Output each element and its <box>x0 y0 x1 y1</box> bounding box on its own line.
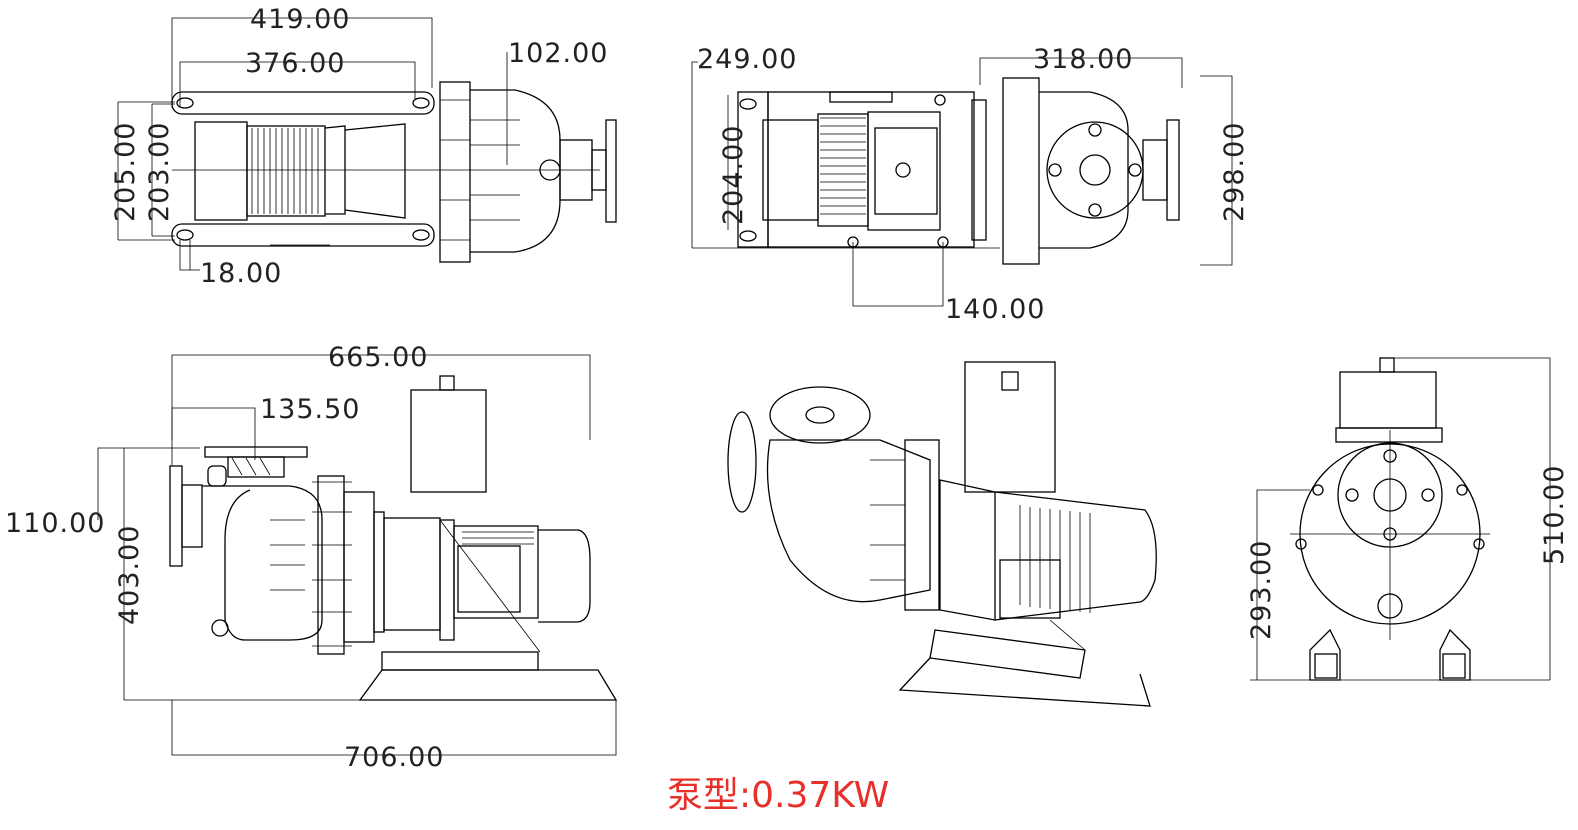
dim-293: 293.00 <box>1246 540 1277 640</box>
dim-706: 706.00 <box>344 742 444 773</box>
side-view <box>97 354 618 756</box>
dim-102: 102.00 <box>508 38 608 69</box>
dim-135-5: 135.50 <box>260 394 360 425</box>
top-view <box>117 17 617 271</box>
dim-110: 110.00 <box>5 508 105 539</box>
dim-419: 419.00 <box>250 4 350 35</box>
dim-665: 665.00 <box>328 342 428 373</box>
dim-204: 204.00 <box>718 125 749 225</box>
bottom-view <box>691 57 1233 307</box>
dim-203: 203.00 <box>144 122 175 222</box>
dimension-labels: 419.00 376.00 102.00 205.00 203.00 18.00… <box>5 4 1570 773</box>
dim-18: 18.00 <box>200 258 282 289</box>
dim-205: 205.00 <box>110 122 141 222</box>
isometric-view <box>727 361 1157 707</box>
dim-403: 403.00 <box>114 525 145 625</box>
dim-298: 298.00 <box>1219 122 1250 222</box>
dim-318: 318.00 <box>1033 44 1133 75</box>
dim-140: 140.00 <box>945 294 1045 325</box>
end-view <box>1250 357 1551 681</box>
dim-249: 249.00 <box>697 44 797 75</box>
dim-510: 510.00 <box>1539 465 1570 565</box>
pump-model-caption: 泵型:0.37KW <box>667 775 889 816</box>
dim-376: 376.00 <box>245 48 345 79</box>
